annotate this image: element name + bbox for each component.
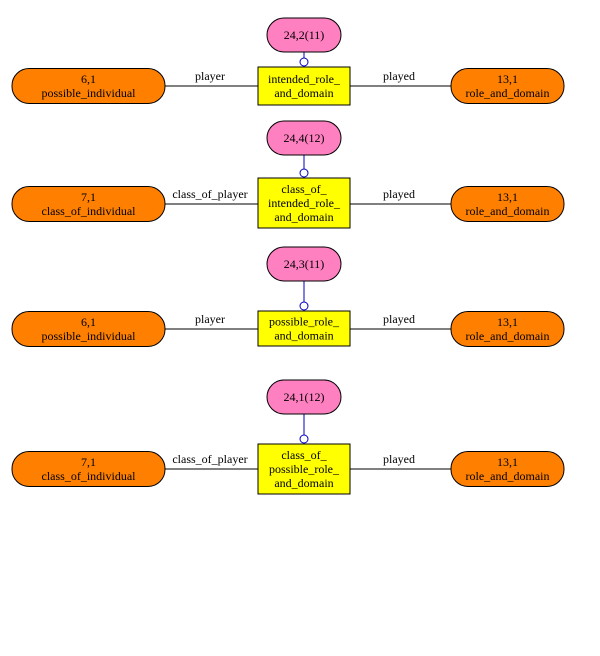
left-entity-shape [11,451,166,487]
right-entity-name: role_and_domain [466,469,550,483]
right-entity-name: role_and_domain [466,204,550,218]
relation-label-line: intended_role_ [268,196,341,210]
left-entity-code: 7,1 [81,190,96,204]
connector-circle [299,57,309,67]
relation-label-line: class_of_ [281,448,327,462]
relation-label-line: possible_role_ [269,315,340,329]
relation-label-line: intended_role_ [268,72,341,86]
relation-box [257,443,351,495]
left-entity-name: possible_individual [42,329,137,343]
right-entity-name: role_and_domain [466,329,550,343]
left-entity-shape [11,68,166,104]
left-role-label: class_of_player [172,452,247,466]
left-entity-name: class_of_individual [42,204,137,218]
right-role-label: played [383,452,415,466]
tag-shape [266,246,342,282]
right-entity-shape [450,186,565,222]
right-entity-code: 13,1 [497,190,518,204]
tag-label: 24,3(11) [284,257,325,271]
tag-shape [266,120,342,156]
relation-group-1: 24,2(11) intended_role_and_domain 6,1possi… [11,17,565,106]
right-entity-name: role_and_domain [466,86,550,100]
left-role-label: class_of_player [172,187,247,201]
right-entity-shape [450,311,565,347]
right-role-label: played [383,69,415,83]
right-entity-code: 13,1 [497,315,518,329]
connector-circle [299,434,309,444]
relation-label-line: possible_role_ [269,462,340,476]
relation-group-2: 24,4(12) class_of_intended_role_and_domai… [11,120,565,229]
relation-label-line: and_domain [274,210,333,224]
relation-box [257,310,351,347]
right-entity-shape [450,68,565,104]
left-entity-code: 6,1 [81,72,96,86]
right-entity-code: 13,1 [497,72,518,86]
right-entity-shape [450,451,565,487]
right-role-label: played [383,312,415,326]
left-entity-code: 7,1 [81,455,96,469]
relation-group-3: 24,3(11) possible_role_and_domain 6,1possi… [11,246,565,347]
left-role-label: player [195,69,225,83]
left-entity-name: class_of_individual [42,469,137,483]
left-role-label: player [195,312,225,326]
relation-label-line: and_domain [274,476,333,490]
left-entity-code: 6,1 [81,315,96,329]
relation-group-4: 24,1(12) class_of_possible_role_and_domai… [11,379,565,495]
left-entity-shape [11,311,166,347]
relation-label-line: class_of_ [281,182,327,196]
connector-circle [299,168,309,178]
left-entity-shape [11,186,166,222]
right-role-label: played [383,187,415,201]
relation-box [257,177,351,229]
tag-label: 24,1(12) [284,390,325,404]
left-entity-name: possible_individual [42,86,137,100]
right-entity-code: 13,1 [497,455,518,469]
relation-label-line: and_domain [274,86,333,100]
tag-shape [266,17,342,53]
tag-shape [266,379,342,415]
relation-label-line: and_domain [274,329,333,343]
connector-circle [299,301,309,311]
relation-box [257,66,351,106]
tag-label: 24,4(12) [284,131,325,145]
tag-label: 24,2(11) [284,28,325,42]
